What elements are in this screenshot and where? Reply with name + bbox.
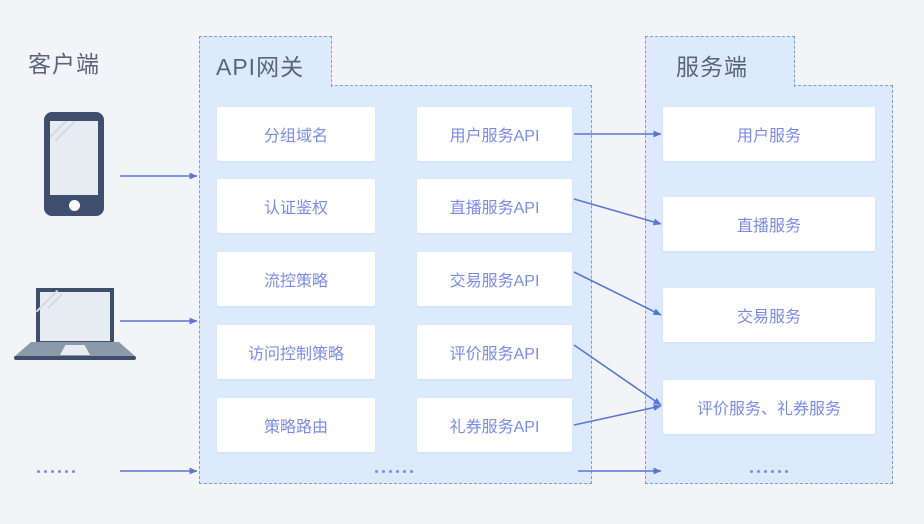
phone-screen: [50, 121, 98, 195]
server-top-border: [793, 85, 893, 86]
gateway-policy-card-4[interactable]: 策略路由: [217, 398, 375, 452]
gateway-api-card-0[interactable]: 用户服务API: [417, 107, 572, 161]
server-tab: [645, 36, 795, 87]
api-gateway-tab-join: [201, 84, 330, 87]
laptop-trackpad: [60, 345, 90, 355]
gateway-policy-card-0[interactable]: 分组域名: [217, 107, 375, 161]
gateway-api-card-1[interactable]: 直播服务API: [417, 179, 572, 233]
laptop-foot: [14, 356, 136, 360]
gateway-policy-card-2[interactable]: 流控策略: [217, 252, 375, 306]
client-section-title: 客户端: [28, 51, 100, 77]
server-tab-join: [647, 84, 793, 87]
laptop-icon: [14, 288, 136, 360]
gateway-api-card-4[interactable]: 礼券服务API: [417, 398, 572, 452]
gateway-policy-card-1[interactable]: 认证鉴权: [217, 179, 375, 233]
server-service-card-3[interactable]: 评价服务、礼券服务: [663, 380, 875, 434]
server-service-card-0[interactable]: 用户服务: [663, 107, 875, 161]
api-gateway-title: API网关: [216, 54, 305, 80]
gateway-api-card-2[interactable]: 交易服务API: [417, 252, 572, 306]
gateway-policy-card-3[interactable]: 访问控制策略: [217, 325, 375, 379]
server-service-card-2[interactable]: 交易服务: [663, 288, 875, 342]
phone-icon: [44, 112, 104, 216]
laptop-screen: [36, 288, 114, 344]
gateway-api-card-3[interactable]: 评价服务API: [417, 325, 572, 379]
client-more-ellipsis: [37, 470, 75, 473]
server-service-card-1[interactable]: 直播服务: [663, 197, 875, 251]
server-title: 服务端: [676, 54, 748, 80]
api-gateway-top-border: [330, 85, 592, 86]
phone-home-button: [68, 200, 80, 211]
server-more-ellipsis: [750, 470, 788, 473]
gateway-more-ellipsis: [375, 470, 413, 473]
api-gateway-tab: [199, 36, 332, 87]
